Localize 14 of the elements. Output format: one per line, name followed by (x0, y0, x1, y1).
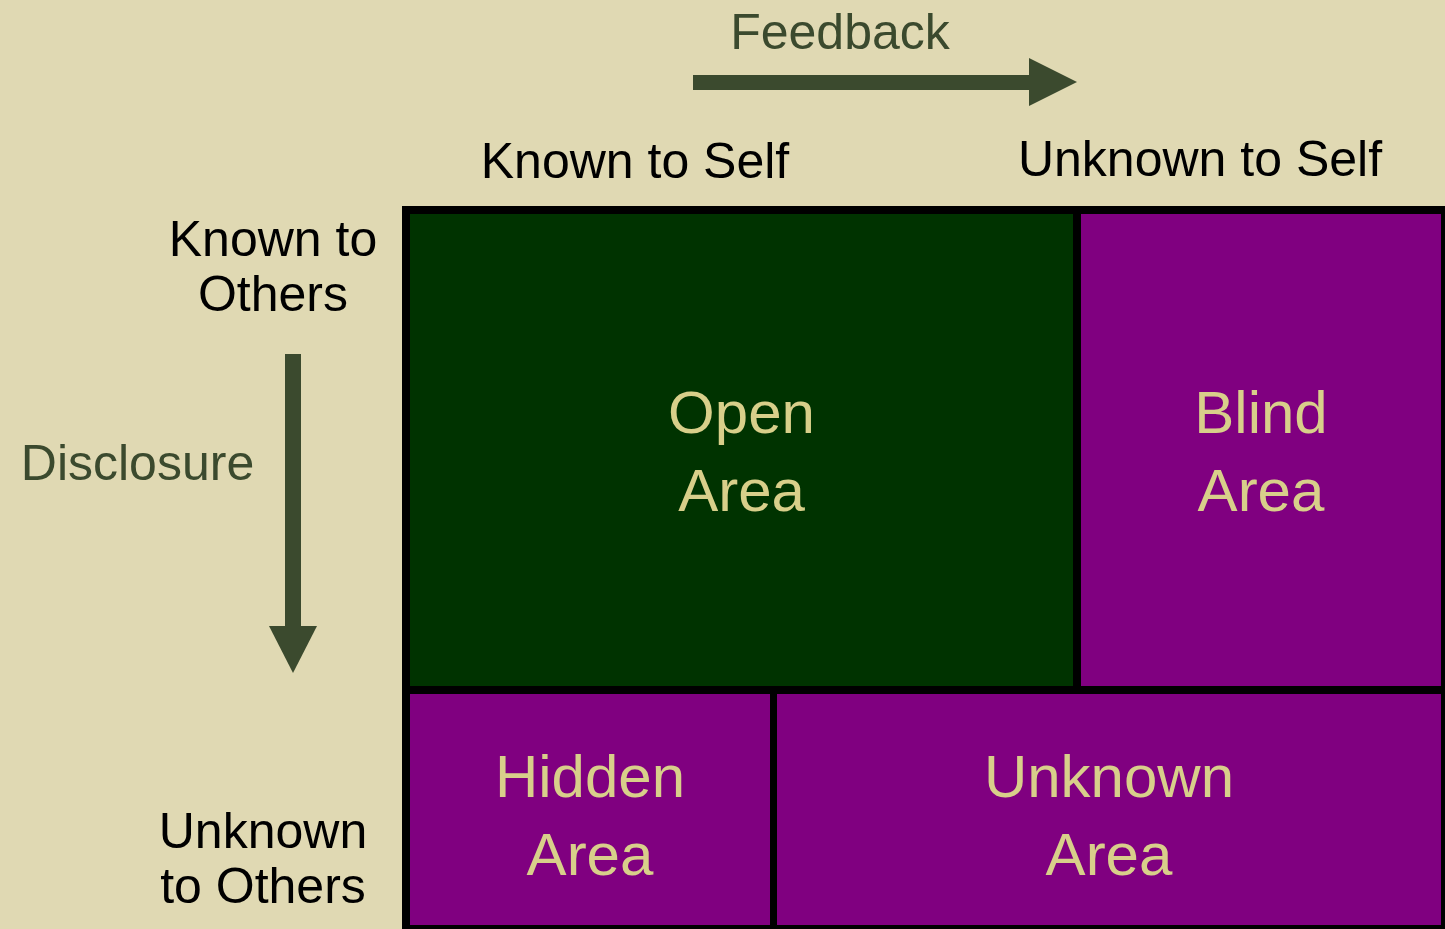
column-header: Known to Self (479, 134, 791, 189)
row-header: Known to Others (167, 212, 379, 322)
quadrant-title: Open Area (668, 378, 815, 526)
quadrant-title: Hidden Area (494, 742, 686, 890)
column-header: Unknown to Self (1016, 132, 1384, 187)
row-header: Unknown to Others (157, 804, 369, 914)
quadrant-title: Unknown Area (983, 742, 1235, 890)
quadrant-title: Blind Area (1194, 378, 1328, 526)
arrow-label: Disclosure (19, 436, 256, 491)
quadrant-panel (1081, 214, 1441, 686)
arrow-label: Feedback (729, 5, 951, 60)
quadrant-panel (777, 694, 1441, 925)
quadrant-panel (410, 214, 1073, 686)
quadrant-panel (410, 694, 770, 925)
